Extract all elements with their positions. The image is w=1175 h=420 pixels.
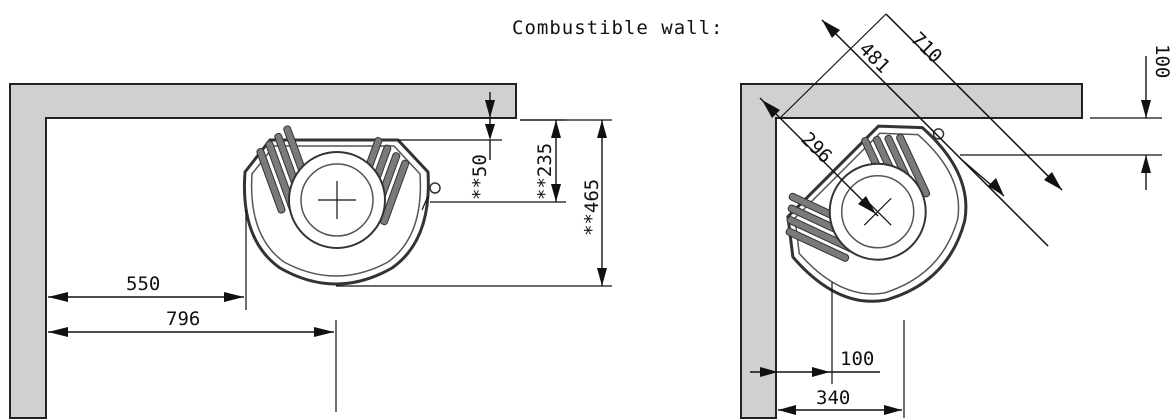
right-corner-wall	[740, 83, 1083, 419]
dim-100-top: 100	[1151, 44, 1173, 78]
right-stove	[785, 124, 968, 303]
dim-796: 796	[166, 308, 200, 330]
dim-50: **50	[469, 154, 491, 200]
dim-465: **465	[581, 179, 603, 236]
dim-296: 296	[796, 128, 836, 168]
dim-100-bottom: 100	[840, 348, 874, 370]
dim-235: **235	[534, 143, 556, 200]
dim-481: 481	[854, 38, 894, 78]
left-view: 550 796 **50 **235 **465	[9, 83, 612, 419]
left-stove	[242, 125, 441, 286]
left-corner-wall	[9, 83, 517, 419]
right-view: 710 481 296 100 100 340	[740, 13, 1173, 419]
dim-550: 550	[126, 273, 160, 295]
dim-710: 710	[906, 28, 946, 68]
diagram-title: Combustible wall:	[512, 17, 723, 39]
dim-340: 340	[816, 387, 850, 409]
